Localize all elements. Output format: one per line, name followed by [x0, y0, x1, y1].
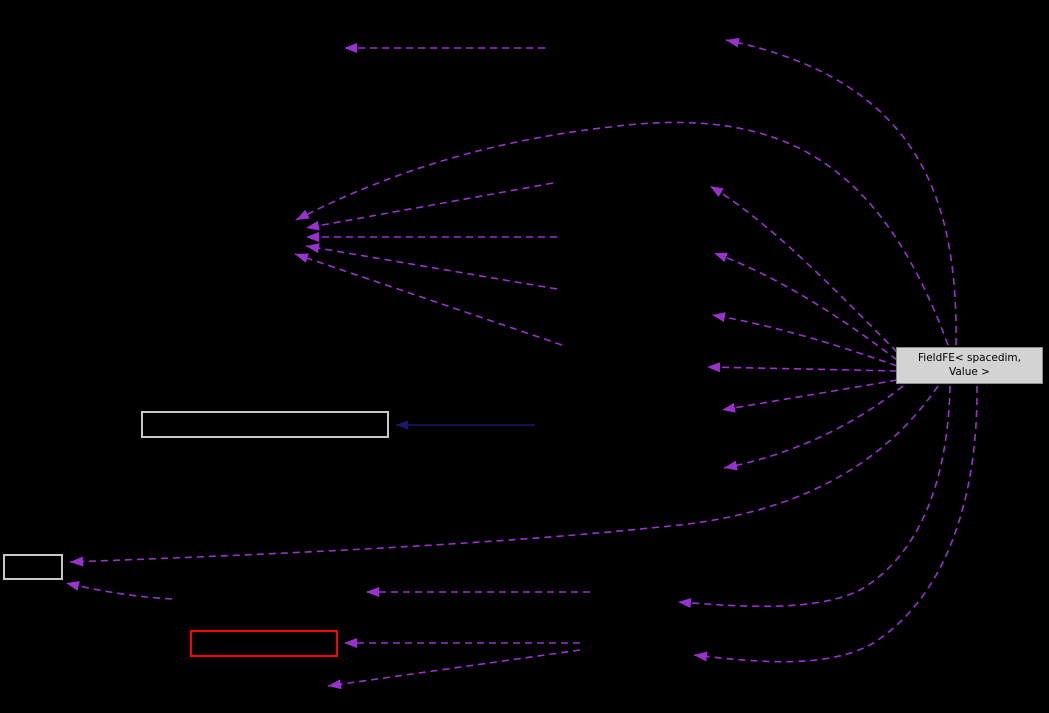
node-fieldfe[interactable]: FieldFE< spacedim, Value >	[896, 347, 1043, 384]
node-outline-red[interactable]	[190, 630, 338, 657]
node-outline-small-left[interactable]	[3, 554, 63, 580]
edge-mid3-to-convergence	[305, 243, 558, 290]
node-fieldfe-label-line1: FieldFE< spacedim,	[918, 352, 1021, 364]
edge-main-to-mid4	[706, 362, 898, 373]
edge-main-to-mid3	[711, 312, 898, 367]
edge-arc-top-right	[725, 37, 957, 346]
edge-main-to-mid6	[723, 385, 904, 471]
graph-edges	[65, 37, 978, 690]
edge-main-to-mid1	[709, 185, 898, 353]
node-outline-mid[interactable]	[141, 411, 389, 438]
edge-mid1-to-convergence	[305, 182, 554, 231]
edge-main-low-curve-2	[693, 385, 978, 663]
edge-main-low-curve-1	[677, 385, 951, 608]
edge-mid4-to-convergence	[294, 253, 563, 346]
edge-main-to-mid5	[721, 379, 898, 413]
edge-arc-to-convergence	[295, 121, 949, 346]
edge-bottom-diagonal-arrow	[327, 649, 581, 690]
node-fieldfe-label-line2: Value >	[949, 365, 990, 378]
edge-main-to-mid2	[713, 252, 898, 361]
edge-main-to-small-box-long	[69, 385, 939, 567]
edge-short-to-small-box	[65, 581, 173, 600]
